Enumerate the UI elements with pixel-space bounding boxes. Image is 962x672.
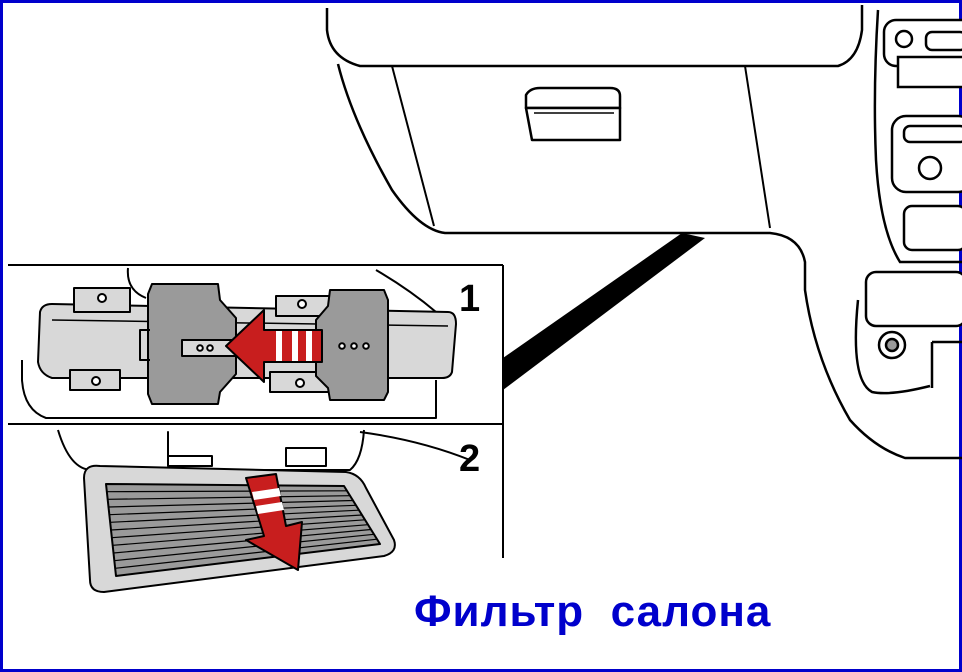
glovebox-handle-icon — [524, 86, 622, 142]
filter-rib — [115, 538, 378, 569]
center-console — [854, 9, 962, 395]
filter-rib — [114, 533, 375, 562]
filter-rib — [112, 524, 369, 546]
caption-title: Фильтр салона — [414, 587, 772, 636]
filter-rib — [113, 528, 372, 554]
filter-rib — [107, 495, 351, 500]
filter-rib — [109, 504, 357, 516]
filter-cover-clip-icon — [21, 267, 457, 419]
step-number-2: 2 — [459, 438, 481, 480]
filter-rib — [111, 519, 366, 539]
arrow-left-icon — [225, 309, 323, 383]
filter-rib — [110, 514, 363, 531]
filter-rib — [108, 499, 354, 508]
dashboard — [325, 5, 962, 460]
filter-rib — [110, 509, 360, 523]
step-number-1: 1 — [459, 278, 481, 320]
filter-ribs — [106, 490, 378, 569]
filter-rib — [106, 490, 348, 493]
arrow-down-icon — [245, 473, 303, 571]
detail-panels — [8, 264, 504, 558]
pointer-wedge — [503, 233, 705, 390]
